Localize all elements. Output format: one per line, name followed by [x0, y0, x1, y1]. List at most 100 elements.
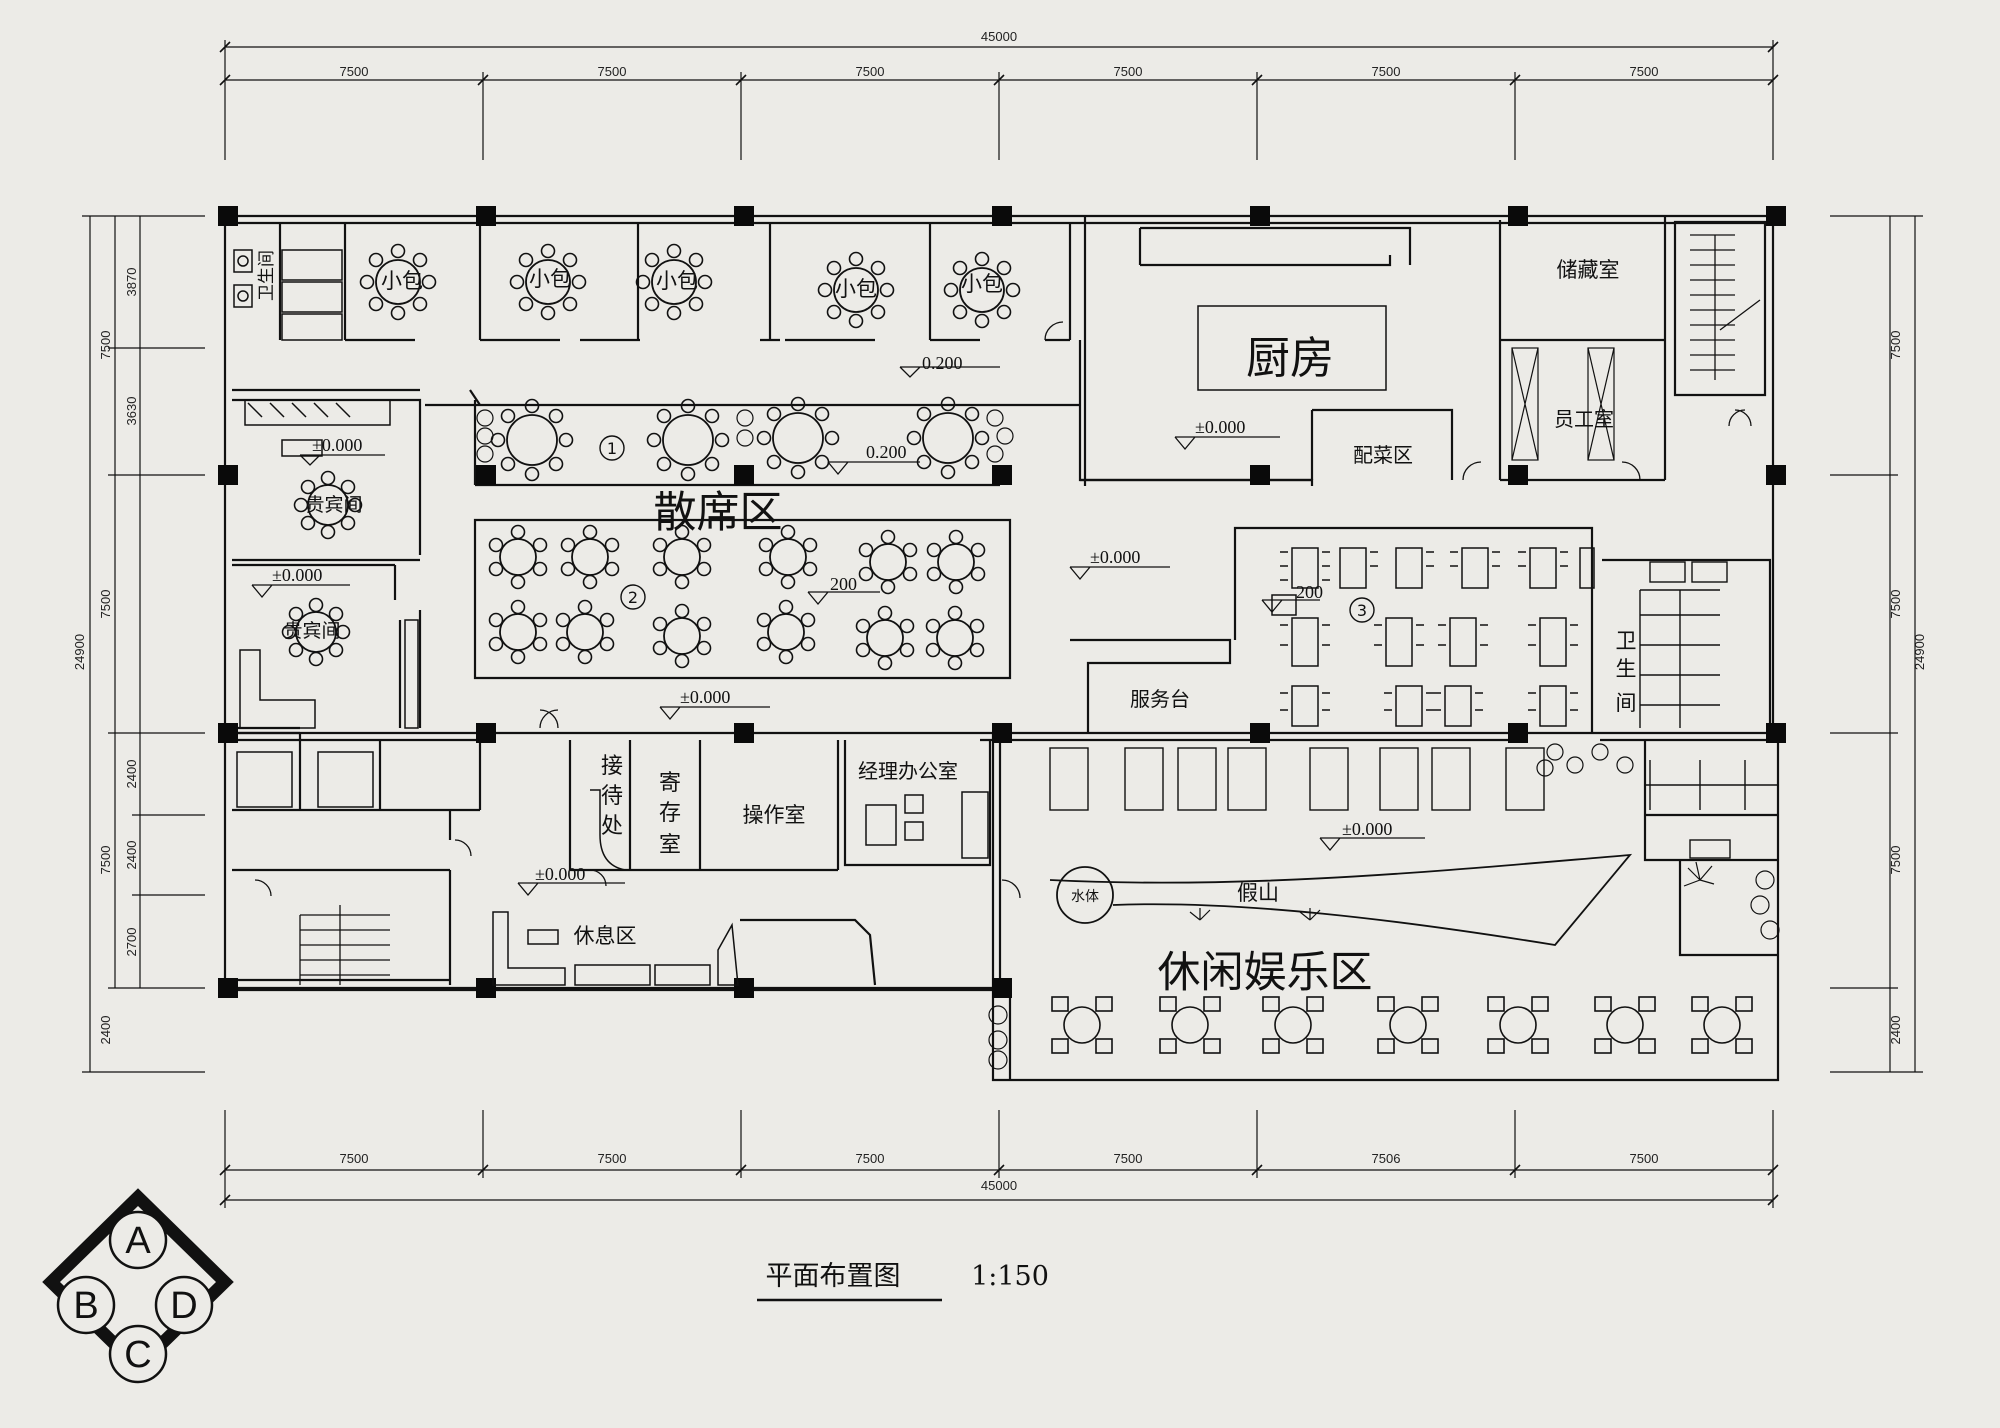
structural-columns [218, 206, 1786, 998]
label-rockery: 假山 [1237, 881, 1279, 905]
dim-left-sub-item: 3870 [124, 268, 139, 297]
level-corridor-top: 0.200 [922, 353, 963, 373]
area-number-2: 2 [628, 588, 638, 607]
dim-left-bays: 7500 7500 7500 2400 [98, 331, 113, 1045]
dim-left-bay: 7500 [98, 846, 113, 875]
level-vip-upper: ±0.000 [312, 435, 362, 455]
label-cloakroom: 寄 存 室 [659, 771, 681, 858]
label-private-room: 小包 [529, 267, 571, 291]
dim-left-sub-item: 2400 [124, 841, 139, 870]
drawing-title: 平面布置图 [766, 1261, 901, 1292]
dim-top-bay: 7500 [1372, 64, 1401, 79]
label-vip-room: 贵宾间 [305, 494, 362, 516]
label-leisure-area: 休闲娱乐区 [1158, 948, 1373, 998]
kitchen-label-frame [1197, 305, 1387, 391]
dim-right-bay: 2400 [1888, 1016, 1903, 1045]
label-toilet-right-char: 间 [1616, 691, 1637, 715]
label-private-room: 小包 [835, 277, 877, 301]
dim-left-bay: 7500 [98, 590, 113, 619]
label-staff-room: 员工室 [1554, 407, 1614, 431]
dim-top-bays: 7500 7500 7500 7500 7500 7500 [340, 64, 1659, 79]
level-vip-lower: ±0.000 [272, 565, 322, 585]
compass-letter-d: D [170, 1285, 197, 1327]
level-markers [251, 366, 1425, 897]
compass-letter-c: C [124, 1334, 151, 1376]
label-private-room: 小包 [656, 269, 698, 293]
area-number-3: 3 [1357, 601, 1367, 620]
label-service-desk: 服务台 [1130, 687, 1190, 711]
dim-left-sub: 3870 3630 2400 2400 2700 [124, 268, 139, 957]
dim-overall-top: 45000 [981, 29, 1017, 44]
label-storage: 储藏室 [1557, 258, 1620, 282]
staircases [299, 234, 1761, 985]
rect-tables-area3 [1280, 547, 1595, 727]
label-reception-char: 待 [601, 784, 623, 809]
dim-overall-left: 24900 [72, 634, 87, 670]
level-lobby: ±0.000 [680, 687, 730, 707]
level-leisure: ±0.000 [1342, 819, 1392, 839]
label-water-feature: 水体 [1071, 889, 1099, 905]
dim-right-bays: 7500 7500 7500 2400 [1888, 331, 1903, 1045]
label-private-room: 小包 [381, 269, 423, 293]
booth-benches [281, 249, 1297, 616]
level-hall-row1: 0.200 [866, 442, 907, 462]
water-and-rockery [1049, 853, 1633, 946]
dim-left-sub-item: 2400 [124, 760, 139, 789]
label-reception: 接 待 处 [601, 754, 623, 839]
compass-letter-b: B [73, 1285, 98, 1327]
dim-right-bay: 7500 [1888, 846, 1903, 875]
level-hall-row2: 200 [830, 574, 857, 594]
staff-room-cabinets [1511, 347, 1615, 461]
dim-top-bay: 7500 [1114, 64, 1143, 79]
label-cloakroom-char: 寄 [659, 771, 681, 796]
label-cloakroom-char: 室 [659, 833, 681, 858]
dim-bottom-bay: 7500 [340, 1151, 369, 1166]
level-kitchen: ±0.000 [1195, 417, 1245, 437]
dimension-ticks [219, 41, 1779, 1206]
dim-overall-right: 24900 [1912, 634, 1927, 670]
dim-top-bay: 7500 [598, 64, 627, 79]
lobby-furniture [236, 399, 989, 986]
dim-bottom-bay: 7500 [1114, 1151, 1143, 1166]
label-serving-area: 配菜区 [1353, 443, 1413, 467]
label-manager-office: 经理办公室 [858, 759, 958, 783]
drawing-scale: 1:150 [971, 1261, 1049, 1292]
dim-left-sub-item: 2700 [124, 928, 139, 957]
dim-top-bay: 7500 [1630, 64, 1659, 79]
walls [223, 214, 1780, 1082]
door-swings [254, 321, 1752, 899]
label-reception-char: 处 [601, 814, 623, 839]
dim-bottom-bay: 7500 [598, 1151, 627, 1166]
level-area3: 200 [1296, 582, 1323, 602]
dim-overall-bottom: 45000 [981, 1178, 1017, 1193]
dim-left-bay: 2400 [98, 1016, 113, 1045]
area-number-circles [599, 435, 1375, 623]
dim-right-bay: 7500 [1888, 331, 1903, 360]
label-toilet-right: 卫 生 间 [1616, 629, 1637, 715]
label-cloakroom-char: 存 [659, 801, 681, 826]
dim-bottom-bay: 7500 [856, 1151, 885, 1166]
level-rest-area: ±0.000 [535, 864, 585, 884]
label-reception-char: 接 [601, 754, 623, 779]
label-toilet-left: 卫生间 [257, 250, 277, 301]
label-rest-area: 休息区 [574, 924, 637, 948]
dim-top-bay: 7500 [340, 64, 369, 79]
dim-left-bay: 7500 [98, 331, 113, 360]
label-operation-room: 操作室 [743, 803, 806, 827]
dim-bottom-bays: 7500 7500 7500 7500 7506 7500 [340, 1151, 1659, 1166]
dim-top-bay: 7500 [856, 64, 885, 79]
dim-right-bay: 7500 [1888, 590, 1903, 619]
label-hall: 散席区 [654, 488, 783, 538]
label-toilet-right-char: 卫 [1616, 629, 1637, 653]
label-private-room: 小包 [961, 272, 1003, 296]
leisure-cafe-tables [1051, 996, 1753, 1054]
round-tables [281, 243, 1021, 671]
plants [476, 409, 1780, 1070]
toilet-stalls-right [1639, 561, 1778, 859]
toilet-fixtures-left [233, 249, 253, 308]
label-toilet-right-char: 生 [1616, 657, 1637, 681]
compass-badge [42, 1188, 234, 1384]
area-number-1: 1 [607, 439, 617, 458]
dim-bottom-bay: 7500 [1630, 1151, 1659, 1166]
dim-bottom-bay: 7506 [1372, 1151, 1401, 1166]
